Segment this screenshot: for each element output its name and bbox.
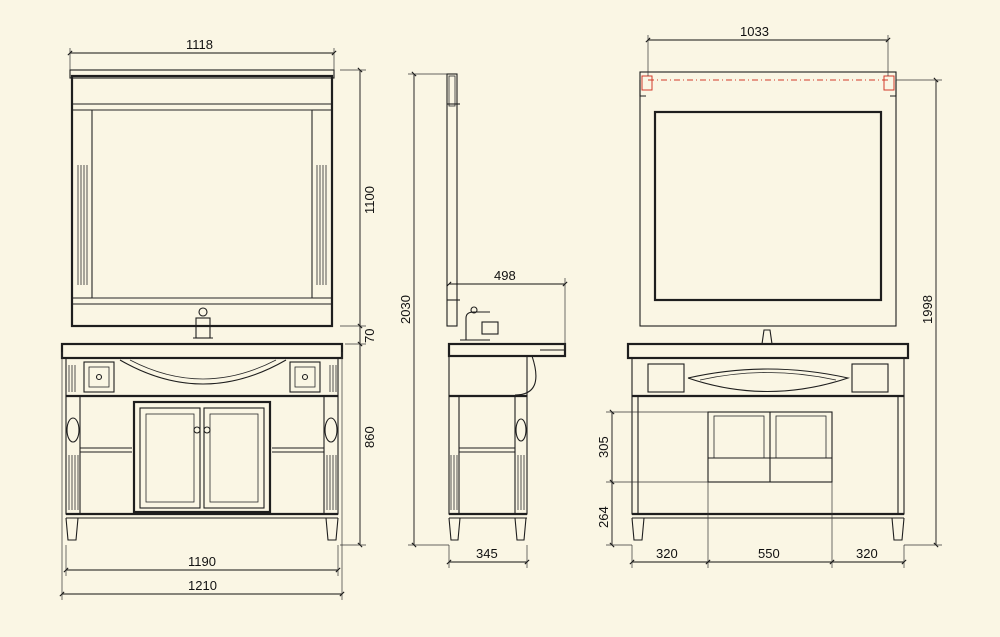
dim-front-mirror-width: 1118 — [186, 37, 213, 52]
dim-front-vanity-height: 860 — [362, 426, 377, 448]
dim-front-width-total: 1210 — [188, 578, 217, 593]
dim-rear-total-height: 1998 — [920, 295, 935, 324]
dim-side-sink-depth: 498 — [494, 268, 516, 283]
dim-front-gap: 70 — [362, 329, 377, 343]
dim-front-mirror-height: 1100 — [362, 186, 377, 214]
dim-rear-right-offset: 320 — [856, 546, 878, 561]
dim-rear-left-offset: 320 — [656, 546, 678, 561]
side-view — [408, 71, 568, 568]
front-countertop — [60, 342, 344, 385]
rear-mount-brackets — [639, 75, 897, 97]
front-faucet — [193, 307, 213, 339]
front-dimensions — [59, 48, 366, 600]
dim-rear-leg-height: 264 — [596, 506, 611, 528]
front-view: 1118 1100 70 860 1190 1210 — [59, 37, 377, 600]
rear-view — [606, 35, 942, 568]
side-faucet — [460, 306, 499, 341]
dim-front-width-inner: 1190 — [188, 554, 216, 569]
front-mirror — [69, 69, 335, 328]
dim-side-total-height: 2030 — [398, 295, 413, 324]
dim-rear-mirror-width: 1033 — [740, 24, 769, 39]
dim-rear-bracket-height: 305 — [596, 436, 611, 458]
dim-rear-center-span: 550 — [758, 546, 780, 561]
front-cabinet — [65, 357, 339, 541]
dim-side-base-depth: 345 — [476, 546, 498, 561]
